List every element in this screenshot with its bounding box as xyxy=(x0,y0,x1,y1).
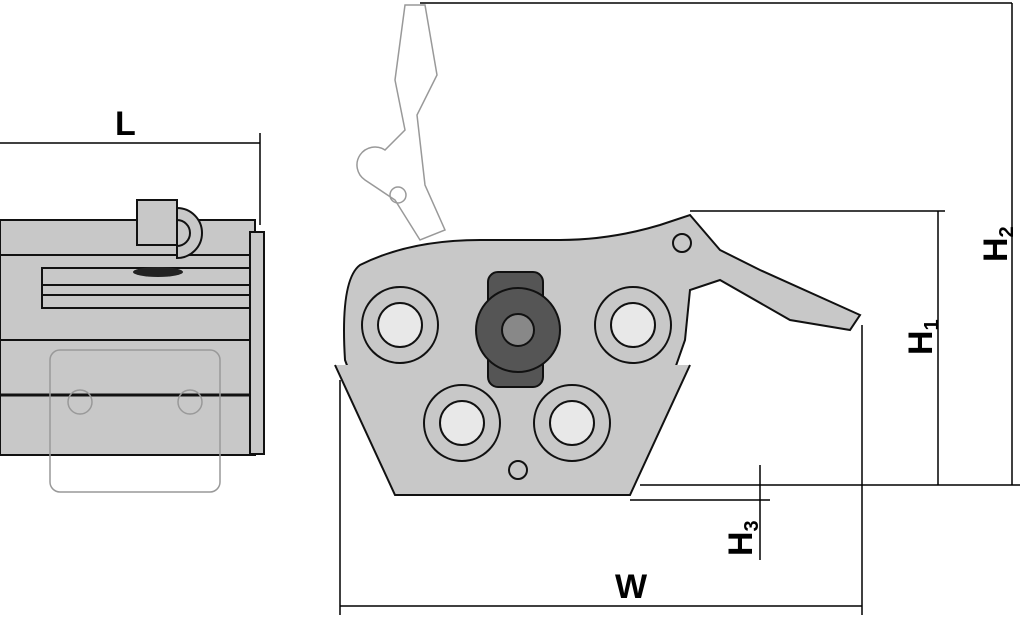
brand-logo xyxy=(133,267,183,277)
dimension-label-h3: H3 xyxy=(722,520,763,556)
svg-text:H3: H3 xyxy=(722,520,763,556)
svg-text:H1: H1 xyxy=(902,319,943,355)
svg-text:H2: H2 xyxy=(977,226,1018,262)
side-view xyxy=(0,199,265,493)
contact-inserts xyxy=(361,271,672,480)
dimension-label-length: L xyxy=(115,105,136,143)
front-view xyxy=(334,4,862,496)
dimension-label-h1: H1 xyxy=(902,319,943,355)
dimension-label-h2: H2 xyxy=(977,226,1018,262)
dimension-label-width: W xyxy=(615,568,648,606)
